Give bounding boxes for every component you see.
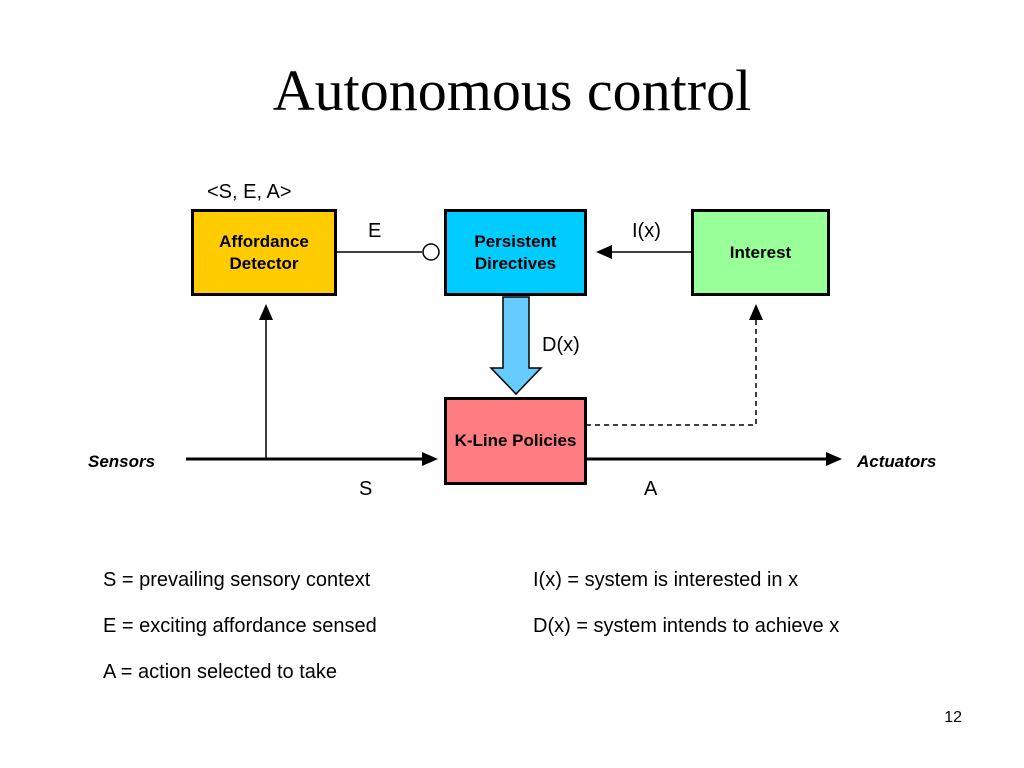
- edge-label-ix: I(x): [632, 220, 661, 242]
- kline-policies-box: K-Line Policies: [444, 397, 587, 485]
- interest-label: Interest: [729, 242, 792, 262]
- kline-policies-label: K-Line Policies: [454, 431, 577, 450]
- legend-a: A = action selected to take: [103, 661, 338, 683]
- dx-block-arrow: [489, 296, 543, 396]
- edge-label-s: S: [359, 478, 373, 500]
- kline-interest-arrowhead: [749, 304, 763, 320]
- legend-s: S = prevailing sensory context: [103, 569, 371, 591]
- legend-e: E = exciting affordance sensed: [103, 615, 377, 637]
- interest-box: Interest: [691, 209, 830, 296]
- edge-label-dx: D(x): [542, 334, 580, 356]
- actuators-label: Actuators: [857, 452, 937, 471]
- affordance-detector-box: Affordance Detector: [191, 209, 337, 296]
- actuators-arrowhead: [826, 452, 842, 466]
- sensors-arrowhead: [422, 452, 438, 466]
- edge-label-a: A: [644, 478, 658, 500]
- affordance-detector-label: Affordance Detector: [219, 231, 309, 273]
- legend-ix: I(x) = system is interested in x: [533, 569, 799, 591]
- edge-label-e: E: [368, 220, 382, 242]
- ix-arrowhead: [596, 245, 612, 259]
- slide-title: Autonomous control: [272, 58, 752, 123]
- persistent-directives-box: Persistent Directives: [444, 209, 587, 296]
- tuple-label: <S, E, A>: [207, 181, 292, 203]
- e-connector-circle: [422, 243, 440, 261]
- legend-dx: D(x) = system intends to achieve x: [533, 615, 840, 637]
- affordance-input-arrowhead: [259, 304, 273, 320]
- sensors-label: Sensors: [88, 452, 156, 471]
- kline-interest-dashed-line: [586, 318, 757, 426]
- persistent-directives-label: Persistent Directives: [474, 231, 557, 273]
- page-number: 12: [944, 709, 962, 726]
